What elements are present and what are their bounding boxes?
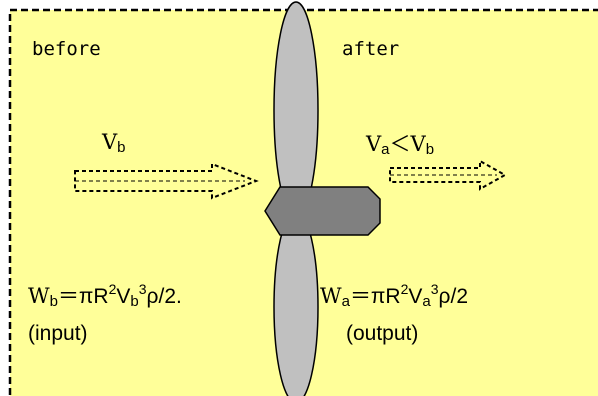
velocity-after-label: Va＜Vb xyxy=(366,128,434,158)
label-output: (output) xyxy=(346,322,419,345)
velocity-symbol: V xyxy=(102,130,118,154)
velocity-symbol: V xyxy=(410,132,426,156)
power-subscript: b xyxy=(49,293,58,310)
flow-arrow-after xyxy=(389,159,508,191)
equals-pi-r: ＝πR xyxy=(57,285,109,308)
power-subscript: a xyxy=(341,293,350,310)
label-before: before xyxy=(32,38,101,60)
turbine-blade-top xyxy=(273,1,319,219)
turbine-blade-bottom xyxy=(273,210,319,396)
velocity-symbol: V xyxy=(408,285,423,308)
velocity-subscript: a xyxy=(381,141,390,158)
label-input: (input) xyxy=(28,322,88,345)
formula-tail: ρ/2. xyxy=(146,285,182,308)
power-symbol: W xyxy=(28,284,50,308)
formula-before: Wb＝πR2Vb3ρ/2. xyxy=(28,280,182,310)
velocity-symbol: V xyxy=(116,285,131,308)
velocity-symbol: V xyxy=(366,132,382,156)
less-than-sign: ＜ xyxy=(389,132,411,156)
velocity-exponent: 3 xyxy=(138,281,147,297)
radius-exponent: 2 xyxy=(400,281,409,297)
radius-exponent: 2 xyxy=(108,281,117,297)
flow-arrow-before xyxy=(74,162,259,200)
label-after: after xyxy=(342,38,400,60)
velocity-before-label: Vb xyxy=(102,130,126,156)
power-symbol: W xyxy=(320,284,342,308)
turbine-hub xyxy=(264,186,381,236)
velocity-subscript: b xyxy=(117,139,126,156)
formula-tail: ρ/2 xyxy=(438,285,469,308)
formula-after: Wa＝πR2Va3ρ/2 xyxy=(320,280,468,310)
velocity-exponent: 3 xyxy=(430,281,439,297)
velocity-subscript: a xyxy=(422,293,431,310)
velocity-subscript: b xyxy=(425,141,435,158)
velocity-subscript: b xyxy=(130,293,139,310)
equals-pi-r: ＝πR xyxy=(349,285,401,308)
